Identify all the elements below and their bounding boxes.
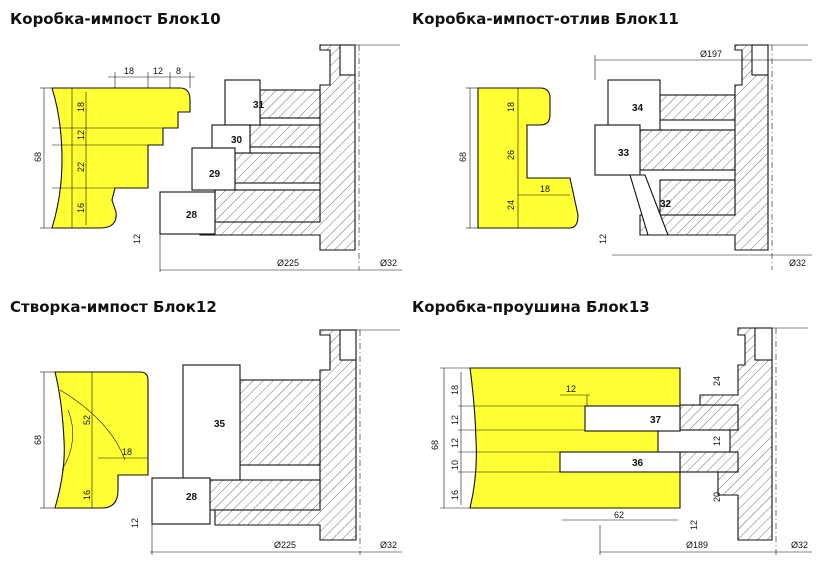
knife-33 — [594, 124, 641, 176]
dim-13-12d: 12 — [689, 520, 699, 530]
knife-28 — [159, 191, 216, 235]
part-37-label: 37 — [650, 415, 662, 426]
dim-10-d32: Ø32 — [380, 258, 397, 268]
dim-10-12b: 12 — [76, 130, 86, 140]
yellow-profile-12 — [54, 371, 149, 509]
dim-13-12a: 12 — [450, 415, 460, 425]
part-29-label: 29 — [209, 169, 221, 180]
dim-13-10: 10 — [450, 460, 460, 470]
block-12: Створка-импост Блок12 52 18 16 68 12 35 … — [10, 298, 402, 555]
dim-13-24: 24 — [712, 376, 722, 386]
yellow-profile-10 — [51, 87, 191, 229]
part-31-label: 31 — [253, 100, 265, 111]
dim-10-12c: 12 — [132, 234, 142, 244]
block-13-title: Коробка-проушина Блок13 — [412, 298, 650, 316]
dim-11-18a: 18 — [506, 102, 516, 112]
dim-10-22: 22 — [76, 162, 86, 172]
yellow-profile-11 — [477, 87, 579, 229]
dim-10-68: 68 — [33, 152, 43, 162]
dim-11-12: 12 — [598, 234, 608, 244]
dim-11-d32: Ø32 — [789, 258, 806, 268]
block-13: Коробка-проушина Блок13 12 18 12 12 10 1… — [412, 298, 812, 555]
dim-10-8: 8 — [176, 66, 181, 76]
block-11: Коробка-импост-отлив Блок11 18 26 18 24 … — [412, 10, 812, 270]
block-11-title: Коробка-импост-отлив Блок11 — [412, 10, 679, 28]
dim-11-68: 68 — [458, 152, 468, 162]
dim-10-18a: 18 — [124, 66, 134, 76]
part-28-label: 28 — [186, 210, 198, 221]
knife-32 — [629, 174, 669, 236]
dim-10-16: 16 — [76, 203, 86, 213]
dim-10-12a: 12 — [153, 66, 163, 76]
dim-13-12top: 12 — [566, 384, 576, 394]
part-33-label: 33 — [618, 148, 630, 159]
dim-11-24: 24 — [506, 200, 516, 210]
dim-10-d225: Ø225 — [277, 258, 299, 268]
part-36-label: 36 — [632, 458, 644, 469]
dim-12-16: 16 — [82, 490, 92, 500]
dim-13-16: 16 — [450, 490, 460, 500]
knife-37 — [584, 405, 681, 432]
knife-28b — [151, 477, 211, 525]
dim-12-12: 12 — [130, 518, 140, 528]
dim-12-52: 52 — [82, 415, 92, 425]
knife-29 — [191, 147, 236, 191]
dim-12-68: 68 — [33, 435, 43, 445]
block-10-title: Коробка-импост Блок10 — [10, 10, 221, 28]
dim-11-18b: 18 — [540, 184, 550, 194]
part-34-label: 34 — [632, 103, 644, 114]
dim-13-68: 68 — [430, 440, 440, 450]
block-12-title: Створка-импост Блок12 — [10, 298, 217, 316]
part-35-label: 35 — [214, 419, 226, 430]
dim-12-d32: Ø32 — [380, 540, 397, 550]
dim-11-d197: Ø197 — [700, 49, 722, 59]
knife-36 — [559, 451, 681, 473]
dim-13-20: 20 — [712, 492, 722, 502]
part-30-label: 30 — [231, 135, 243, 146]
dim-13-62: 62 — [614, 510, 624, 520]
dim-12-d225: Ø225 — [274, 540, 296, 550]
dim-13-12b: 12 — [450, 438, 460, 448]
knife-35 — [182, 364, 241, 481]
dim-13-12c: 12 — [712, 436, 722, 446]
dim-13-d32: Ø32 — [791, 540, 808, 550]
part-28b-label: 28 — [186, 492, 198, 503]
dim-10-18b: 18 — [76, 102, 86, 112]
dim-11-26: 26 — [506, 150, 516, 160]
part-32-label: 32 — [660, 199, 672, 210]
dim-13-d189: Ø189 — [686, 540, 708, 550]
dim-13-18: 18 — [450, 385, 460, 395]
block-10: Коробка-импост Блок10 18 12 8 18 12 22 1… — [10, 10, 402, 272]
dim-12-18: 18 — [122, 447, 132, 457]
